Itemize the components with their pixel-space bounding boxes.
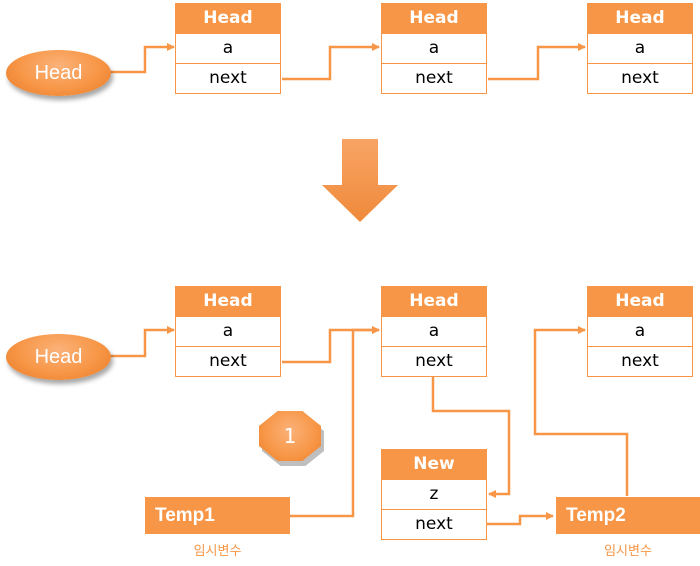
arrow-head-to-node1-bottom: [110, 326, 175, 358]
node-next: next: [382, 346, 486, 376]
list-node-top-3: Head a next: [587, 3, 693, 94]
node-next: next: [382, 509, 486, 539]
list-node-bottom-1: Head a next: [175, 286, 281, 377]
list-node-bottom-2: Head a next: [381, 286, 487, 377]
node-header: Head: [176, 287, 280, 316]
arrow-temp1-to-node2: [290, 326, 380, 518]
node-header: New: [382, 450, 486, 479]
node-value: a: [176, 316, 280, 346]
temp2-caption: 임시변수: [604, 544, 652, 559]
node-value: a: [588, 316, 692, 346]
step-badge: 1: [259, 411, 324, 466]
arrow-node2-to-node3-top: [488, 43, 586, 81]
transition-arrow: [322, 139, 398, 222]
arrow-new-to-temp2: [487, 512, 554, 526]
arrow-node1-to-node2-top: [282, 43, 380, 81]
arrow-node2-to-new: [431, 376, 511, 498]
arrow-head-to-node1-top: [110, 43, 175, 74]
node-next: next: [588, 63, 692, 93]
node-next: next: [176, 63, 280, 93]
list-node-top-2: Head a next: [381, 3, 487, 94]
node-next: next: [588, 346, 692, 376]
node-header: Head: [588, 287, 692, 316]
list-node-bottom-3: Head a next: [587, 286, 693, 377]
list-node-top-1: Head a next: [175, 3, 281, 94]
arrow-temp2-to-node3: [533, 326, 629, 496]
head-pointer-top: Head: [6, 50, 111, 96]
step-badge-shape: [259, 411, 321, 461]
temp2-box: Temp2: [556, 497, 700, 534]
node-header: Head: [382, 287, 486, 316]
node-value: a: [176, 33, 280, 63]
node-next: next: [176, 346, 280, 376]
node-header: Head: [588, 4, 692, 33]
temp1-box: Temp1: [145, 497, 290, 534]
node-value: a: [382, 33, 486, 63]
arrow-node1-to-node2-bottom: [282, 326, 380, 364]
node-value: a: [382, 316, 486, 346]
new-node: New z next: [381, 449, 487, 540]
node-next: next: [382, 63, 486, 93]
step-badge-number: 1: [283, 424, 297, 448]
node-header: Head: [382, 4, 486, 33]
node-value: z: [382, 479, 486, 509]
temp1-caption: 임시변수: [193, 544, 242, 559]
node-header: Head: [176, 4, 280, 33]
node-value: a: [588, 33, 692, 63]
head-pointer-bottom: Head: [6, 334, 111, 380]
